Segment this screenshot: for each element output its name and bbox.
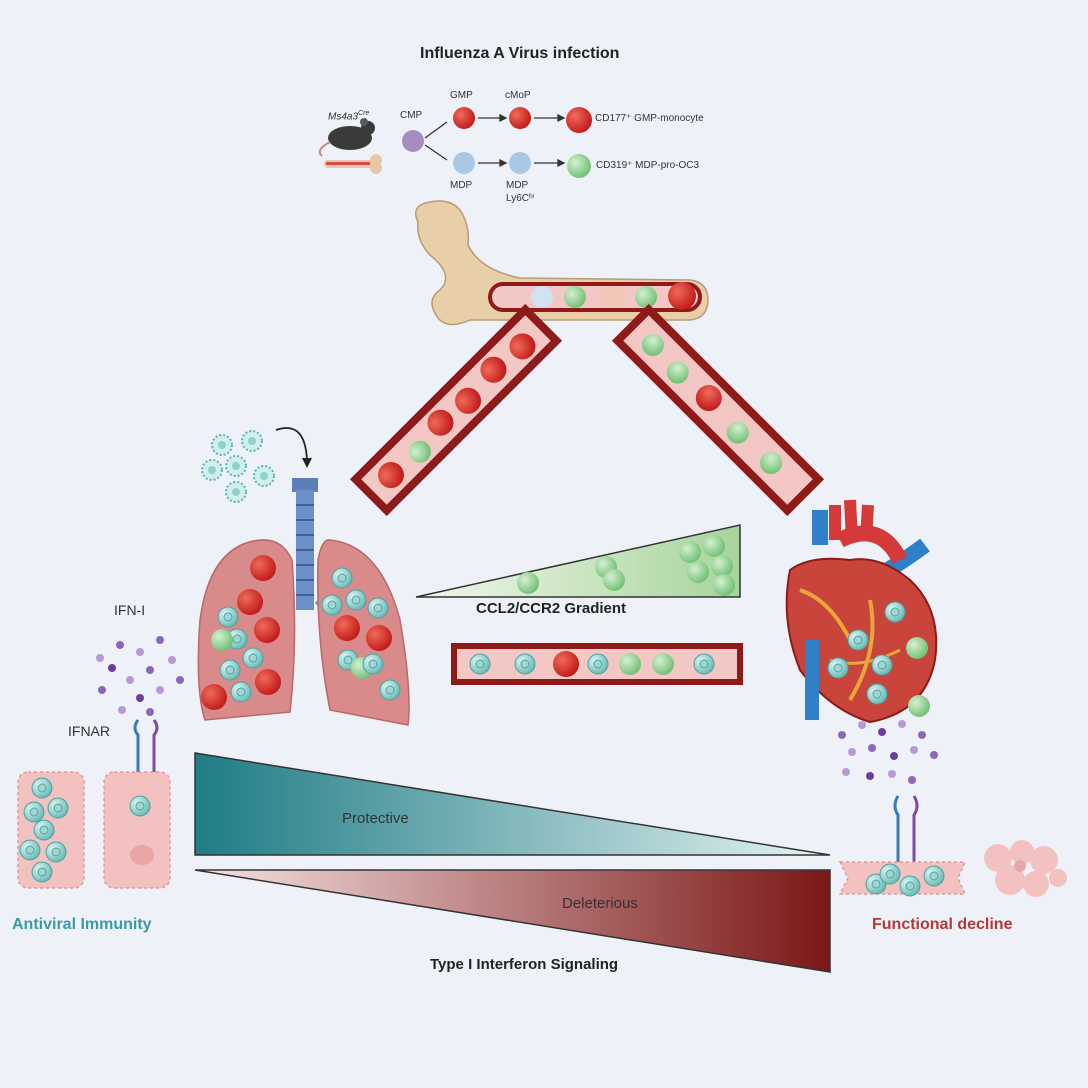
epithelial-cells — [17, 771, 171, 889]
cmp-cell — [402, 130, 424, 152]
mdp-ly6c-label: MDP — [506, 180, 529, 191]
cmp-label: CMP — [400, 110, 423, 121]
horizontal-vessel — [451, 643, 743, 685]
deleterious-label: Deleterious — [562, 895, 638, 912]
cmop-cell — [509, 107, 531, 129]
heart-icon — [785, 499, 938, 724]
signaling-label: Type I Interferon Signaling — [430, 956, 619, 973]
ifn-dots-left — [96, 636, 184, 716]
ccl2-gradient-label: CCL2/CCR2 Gradient — [476, 600, 627, 617]
antiviral-immunity-label: Antiviral Immunity — [12, 916, 152, 933]
protective-label: Protective — [342, 810, 409, 827]
small-bone-icon — [324, 154, 382, 174]
mouse-icon — [318, 118, 375, 157]
cd319-cell — [567, 154, 591, 178]
deleterious-gradient-triangle — [194, 869, 831, 973]
mdp-label: MDP — [450, 180, 473, 191]
lineage-tree — [424, 113, 566, 168]
ifn-label: IFN-I — [114, 602, 146, 618]
cd177-label: CD177⁺ GMP-monocyte — [595, 113, 704, 124]
cd319-label: CD319⁺ MDP-pro-OC3 — [596, 160, 700, 171]
bone-marrow-icon — [415, 200, 709, 326]
cmop-label: cMoP — [505, 90, 531, 101]
mdp-ly6c-cell — [509, 152, 531, 174]
cardiomyocyte-damaged — [984, 840, 1067, 897]
ifnar-receptor-left — [133, 719, 159, 775]
gmp-cell — [453, 107, 475, 129]
ly6c-label: Ly6Cʰⁱ — [506, 193, 535, 204]
protective-gradient-triangle — [194, 752, 831, 856]
functional-decline-label: Functional decline — [872, 916, 1013, 933]
ifnar-receptor-right — [893, 795, 919, 862]
mdp-cell — [453, 152, 475, 174]
gmp-label: GMP — [450, 90, 473, 101]
lungs-icon — [197, 478, 410, 726]
ifnar-label: IFNAR — [68, 723, 110, 739]
cardiomyocyte-healthy — [838, 861, 967, 897]
cd177-monocyte-cell — [566, 107, 592, 133]
vessel-to-lung — [349, 303, 563, 517]
virus-cluster-icon — [201, 430, 275, 503]
figure-title: Influenza A Virus infection — [420, 45, 620, 62]
ccl2-gradient-triangle — [415, 524, 741, 598]
inhalation-arrow-icon — [275, 427, 308, 461]
vessel-to-heart — [611, 303, 825, 517]
mouse-model-label: Ms4a3Cre — [328, 110, 370, 123]
ifn-dots-right — [838, 720, 938, 784]
